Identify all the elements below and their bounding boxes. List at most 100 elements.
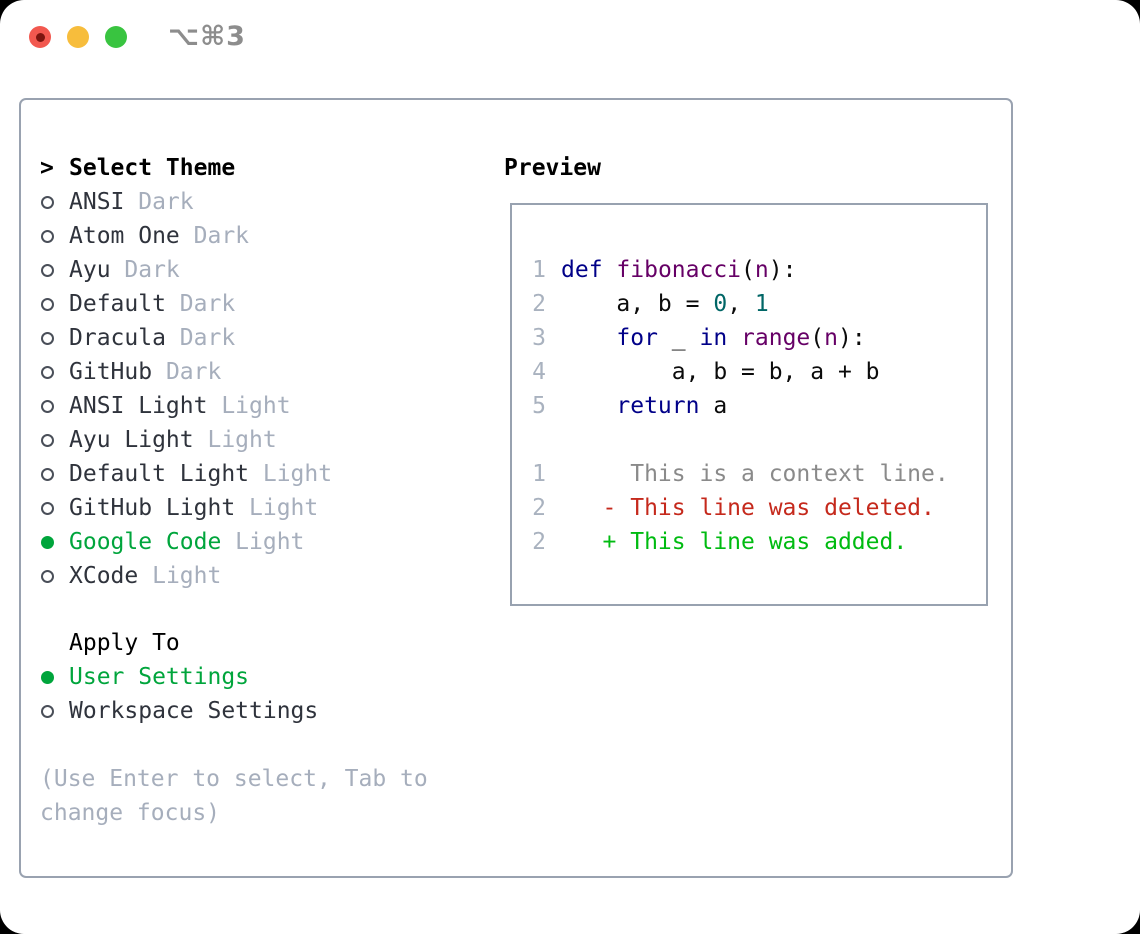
close-button[interactable] [29,26,51,48]
radio-unselected-icon [41,569,54,583]
code-line: 2 a, b = 0, 1 [512,287,986,321]
theme-list-header: > Select Theme [40,151,332,185]
minimize-button[interactable] [67,26,89,48]
option-label: Google Code [69,529,222,555]
option-variant-tag: Light [249,495,319,521]
radio-marker [40,195,69,209]
theme-option[interactable]: Default Light Light [40,457,332,491]
radio-selected-icon [41,670,54,684]
option-variant-tag: Light [152,563,222,589]
radio-unselected-icon [41,433,54,447]
preview-title: Preview [504,155,601,181]
line-number: 2 [532,529,546,555]
radio-marker [40,535,69,549]
radio-marker [40,297,69,311]
option-variant-tag: Light [235,529,305,555]
code-content: a, b = b, a + b [561,355,880,389]
line-number: 5 [532,393,546,419]
option-label: Workspace Settings [69,698,319,724]
token-kw: def [561,257,603,283]
option-label: ANSI [69,189,125,215]
diff-text: - This line was deleted. [561,495,935,521]
radio-marker [40,331,69,345]
token-pl: a [699,393,728,419]
diff-line-context: 1 This is a context line. [512,457,986,491]
radio-unselected-icon [41,399,54,413]
cursor-icon: > [40,155,54,181]
radio-selected-icon [41,535,54,549]
option-label: Ayu Light [69,427,194,453]
line-number: 1 [532,461,546,487]
apply-to-option[interactable]: User Settings [40,660,318,694]
apply-to-option[interactable]: Workspace Settings [40,694,318,728]
option-label: ANSI Light [69,393,208,419]
token-nu: 1 [754,291,769,317]
token-pl [603,257,617,283]
apply-to-title: Apply To [69,630,180,656]
theme-option[interactable]: Google Code Light [40,525,332,559]
theme-option[interactable]: XCode Light [40,559,332,593]
option-variant-tag: Dark [138,189,194,215]
option-variant-tag: Light [262,461,333,487]
line-number: 4 [532,359,546,385]
token-pl [561,393,616,419]
theme-option[interactable]: ANSI Dark [40,185,332,219]
token-ti: n [754,257,769,283]
code-content: def fibonacci(n): [561,253,796,287]
option-label: Default Light [69,461,250,487]
radio-marker [40,229,69,243]
radio-marker [40,263,69,277]
token-ti: n [824,325,839,351]
token-pl: _ [657,325,700,351]
line-number: 2 [532,291,546,317]
token-pl: ): [768,257,797,283]
window-title: ⌥⌘3 [168,21,246,52]
token-kw: return [616,393,700,419]
close-dot-icon [35,32,45,42]
token-ti: fibonacci [616,257,742,283]
radio-unselected-icon [41,331,54,345]
token-kw: for [616,325,658,351]
option-label: GitHub [69,359,153,385]
token-pl: , [727,291,755,317]
token-pl: a, b = [561,291,714,317]
option-label: Ayu [69,257,111,283]
token-pl: a, b = b, a + b [561,359,880,385]
option-variant-tag: Light [221,393,291,419]
token-kw: in [699,325,728,351]
option-variant-tag: Dark [193,223,250,249]
radio-unselected-icon [41,195,54,209]
radio-marker [40,501,69,515]
option-label: XCode [69,563,139,589]
hint-line: change focus) [40,800,221,826]
diff-line-added: 2 + This line was added. [512,525,986,559]
token-pl: ( [741,257,755,283]
blank-line [512,423,986,457]
radio-marker [40,704,69,718]
zoom-button[interactable] [105,26,127,48]
option-variant-tag: Dark [179,325,236,351]
option-label: User Settings [69,664,250,690]
radio-unselected-icon [41,297,54,311]
radio-marker [40,569,69,583]
radio-marker [40,670,69,684]
token-pl [561,325,616,351]
radio-unselected-icon [41,704,54,718]
token-pl: ( [810,325,825,351]
code-line: 5 return a [512,389,986,423]
radio-marker [40,467,69,481]
theme-option[interactable]: ANSI Light Light [40,389,332,423]
